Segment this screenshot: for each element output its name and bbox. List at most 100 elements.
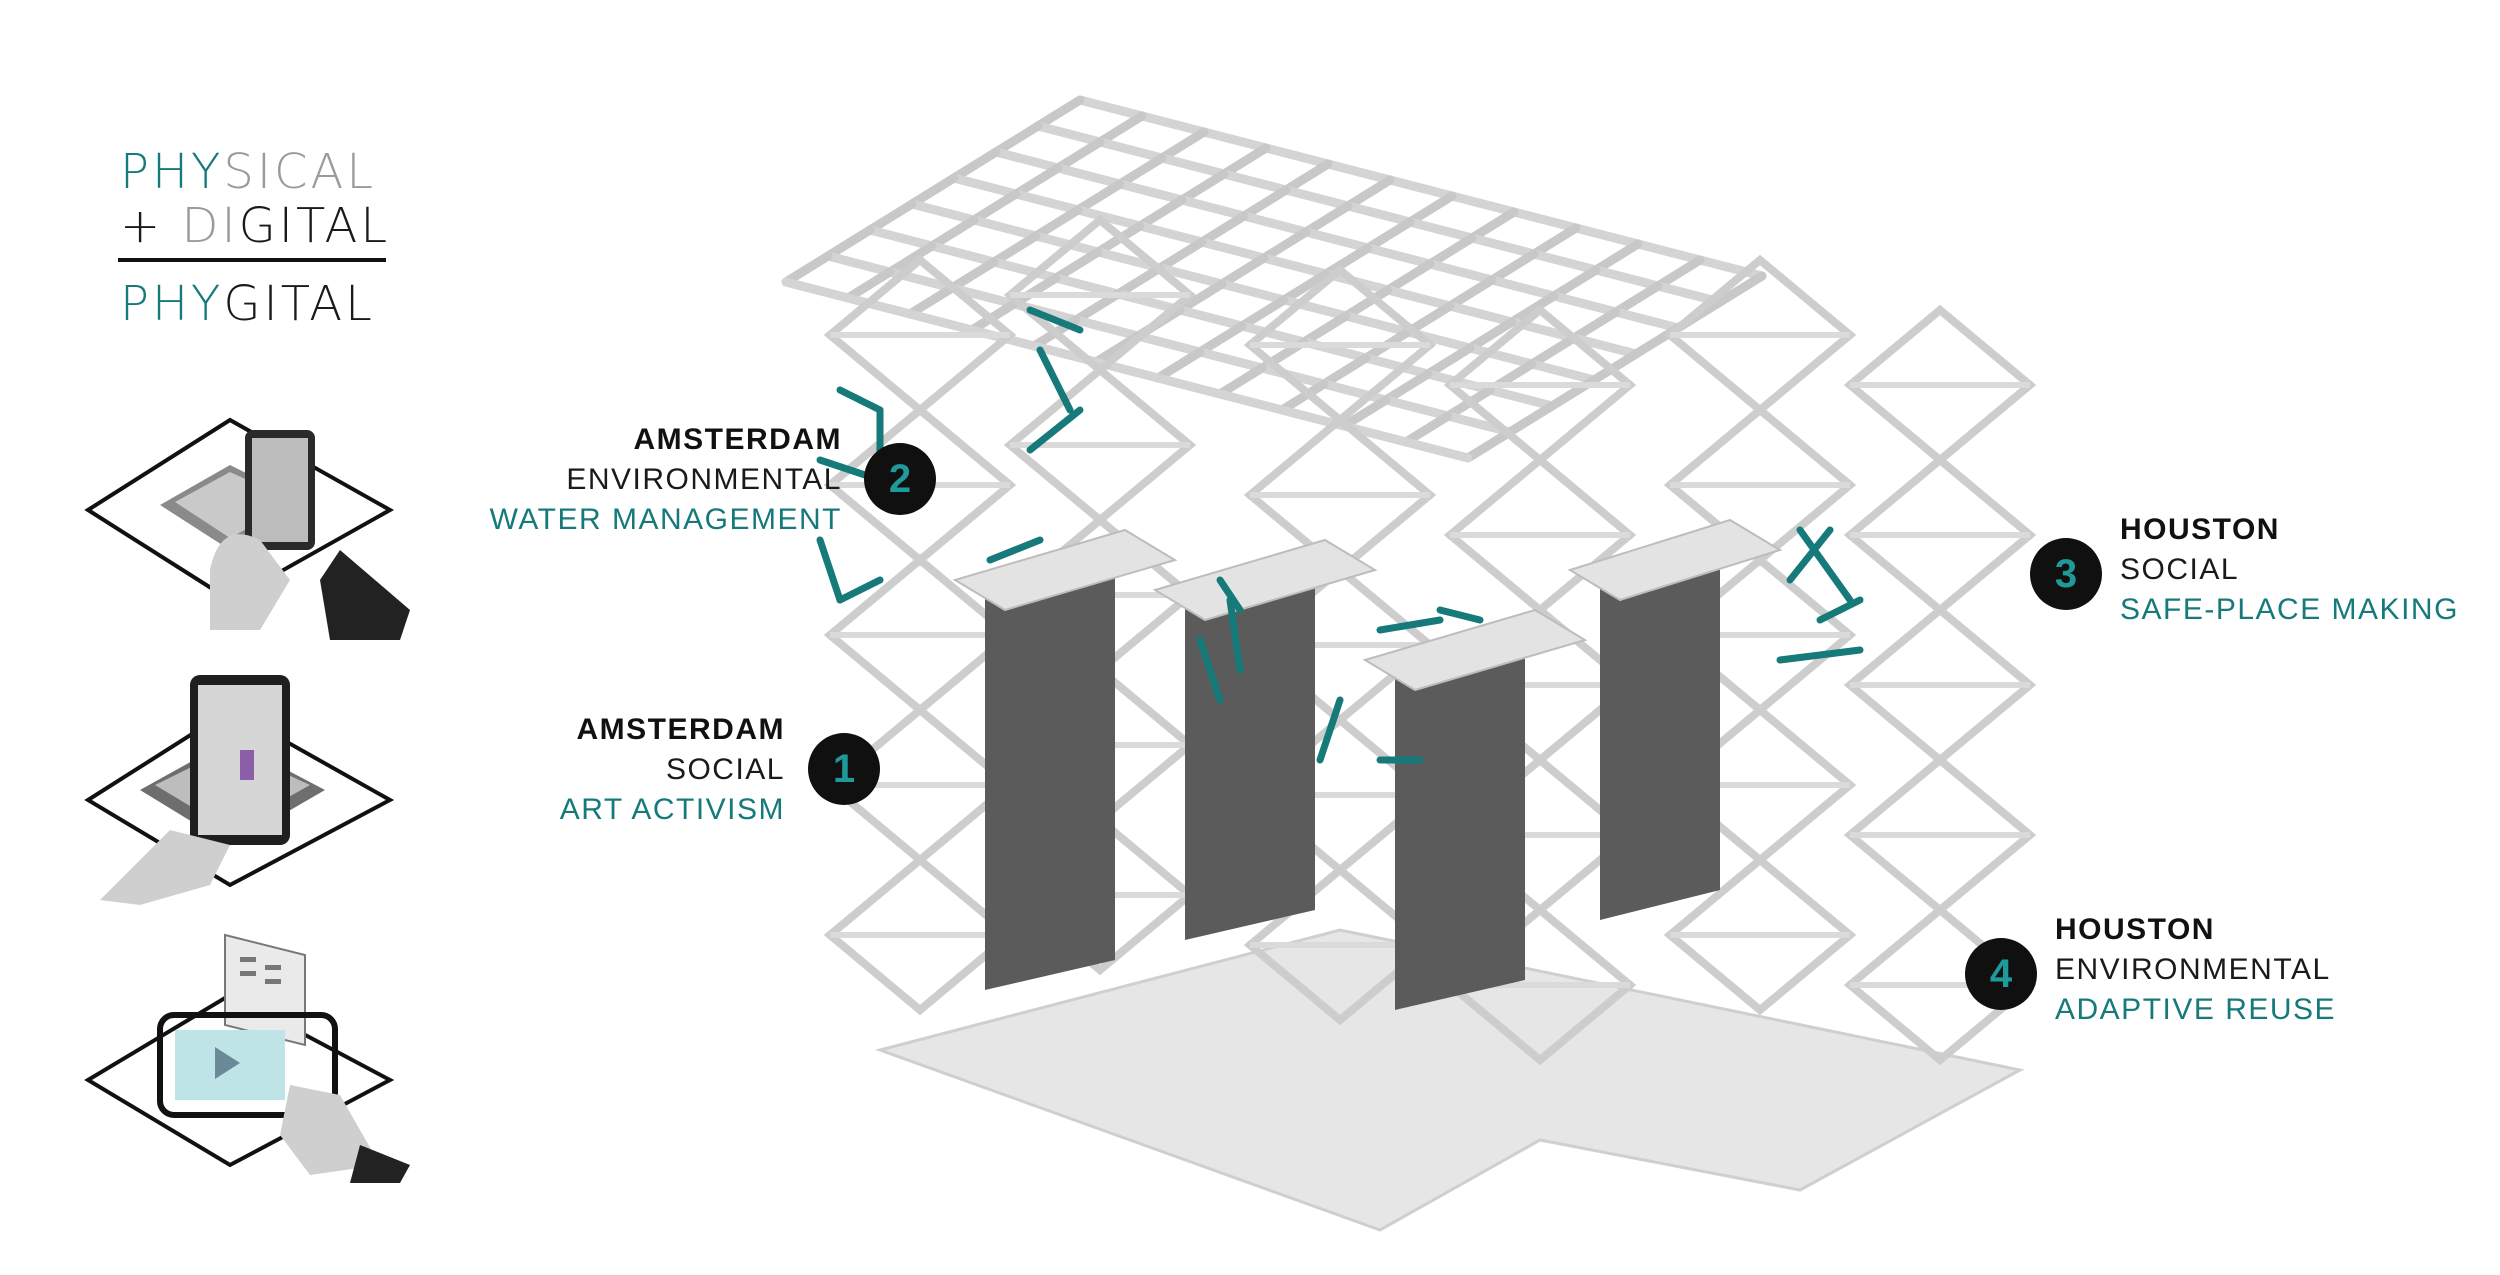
highlighted-strut bbox=[1376, 616, 1444, 634]
roof-beam bbox=[1341, 311, 1413, 337]
roof-beam bbox=[823, 225, 875, 261]
roof-beam bbox=[1175, 279, 1227, 315]
roof-beam bbox=[1071, 315, 1143, 341]
roof-beam bbox=[865, 199, 917, 235]
roof-beam bbox=[1339, 395, 1391, 431]
roof-beam bbox=[1115, 153, 1167, 189]
roof-beam bbox=[1383, 285, 1455, 311]
roof-beam bbox=[991, 121, 1043, 157]
highlighted-strut bbox=[1776, 646, 1864, 664]
roof-beam bbox=[1505, 401, 1557, 437]
roof-beam bbox=[1259, 227, 1311, 263]
roof-beam bbox=[1177, 195, 1249, 221]
roof-beam bbox=[1445, 301, 1517, 327]
roof-beam bbox=[1301, 227, 1373, 253]
roof-beam bbox=[1611, 307, 1683, 333]
roof-beam bbox=[1423, 343, 1475, 379]
roof-beam bbox=[1135, 221, 1207, 247]
roof-beam bbox=[1197, 211, 1249, 247]
roof-beam bbox=[1319, 379, 1391, 405]
roof-beam bbox=[843, 293, 915, 319]
roof-beam bbox=[1281, 185, 1353, 211]
roof-beam bbox=[1591, 239, 1643, 275]
label-houston-environmental: HOUSTON ENVIRONMENTAL ADAPTIVE REUSE bbox=[2055, 913, 2337, 1026]
phone-ar-icon bbox=[84, 675, 395, 905]
badge-2: 2 bbox=[864, 443, 936, 515]
roof-beam bbox=[969, 189, 1021, 225]
roof-beam bbox=[1073, 205, 1145, 231]
roof-beam bbox=[1071, 289, 1123, 325]
highlighted-strut bbox=[1436, 606, 1484, 624]
roof-beam bbox=[1653, 255, 1705, 291]
roof-beam bbox=[1051, 273, 1123, 299]
roof-beam bbox=[1445, 275, 1497, 311]
roof-beam bbox=[1343, 201, 1415, 227]
roof-beam bbox=[1549, 265, 1601, 301]
roof-beam bbox=[1467, 207, 1519, 243]
roof-beam bbox=[1261, 143, 1333, 169]
roof-beam bbox=[1113, 263, 1165, 299]
roof-beam bbox=[1569, 333, 1641, 359]
roof-beam bbox=[1611, 281, 1663, 317]
roof-beam bbox=[1467, 233, 1539, 259]
city-model-platform bbox=[952, 528, 1178, 612]
highlighted-strut bbox=[1216, 576, 1244, 614]
roof-beam bbox=[1301, 201, 1353, 237]
roof-beam bbox=[949, 147, 1001, 183]
label-amsterdam-social: AMSTERDAM SOCIAL ART ACTIVISM bbox=[559, 713, 785, 826]
roof-beam bbox=[1571, 223, 1643, 249]
roof-beam bbox=[1219, 143, 1271, 179]
roof-beam bbox=[1239, 211, 1311, 237]
roof-beam bbox=[1115, 179, 1187, 205]
roof-beam bbox=[1031, 205, 1083, 241]
roof-beam bbox=[1343, 175, 1395, 211]
highlighted-strut bbox=[1796, 526, 1854, 604]
roof-beam bbox=[1695, 255, 1767, 281]
roof-beam bbox=[1463, 427, 1515, 463]
roof-beam bbox=[1153, 373, 1225, 399]
roof-beam bbox=[885, 241, 937, 277]
roof-beam bbox=[989, 231, 1041, 267]
roof-beam bbox=[1425, 233, 1477, 269]
roof-beam bbox=[781, 251, 833, 287]
roof-beam bbox=[927, 241, 999, 267]
roof-beam bbox=[1217, 253, 1269, 289]
roof-beam bbox=[1341, 285, 1393, 321]
roof-beam bbox=[1447, 191, 1519, 217]
roof-beam bbox=[1405, 217, 1477, 243]
roof-beam bbox=[781, 277, 853, 303]
pillar bbox=[1395, 630, 1525, 1010]
highlighted-strut bbox=[836, 386, 884, 414]
roof-beam bbox=[1033, 121, 1105, 147]
highlighted-strut bbox=[1196, 636, 1224, 704]
roof-beam bbox=[991, 147, 1063, 173]
roof-beam bbox=[1215, 363, 1267, 399]
roof-beam bbox=[1321, 243, 1373, 279]
roof-beam bbox=[1073, 179, 1125, 215]
roof-beam bbox=[907, 173, 959, 209]
roof-beam bbox=[1215, 389, 1287, 415]
highlighted-strut bbox=[986, 536, 1044, 564]
roof-beam bbox=[1715, 271, 1767, 307]
roof-beam bbox=[1011, 189, 1083, 215]
roof-beam bbox=[1053, 137, 1105, 173]
pillar bbox=[1185, 560, 1315, 940]
lattice-strut bbox=[1663, 854, 1857, 1016]
title-digital: + DIGITAL bbox=[120, 198, 391, 254]
roof-beam bbox=[1529, 249, 1601, 275]
highlighted-strut bbox=[1816, 596, 1864, 624]
roof-beam bbox=[1279, 295, 1351, 321]
roof-beam bbox=[969, 215, 1041, 241]
roof-beam bbox=[1157, 153, 1229, 179]
highlighted-strut bbox=[1316, 696, 1344, 764]
roof-beam bbox=[1487, 275, 1559, 301]
lattice-strut bbox=[823, 854, 1017, 1016]
pillar bbox=[985, 550, 1115, 990]
roof-beam bbox=[1363, 217, 1415, 253]
roof-beam bbox=[1157, 127, 1209, 163]
roof-beam bbox=[1589, 349, 1641, 385]
roof-beam bbox=[843, 267, 895, 303]
roof-beam bbox=[1425, 259, 1497, 285]
highlighted-strut bbox=[1026, 306, 1084, 334]
city-model-platform bbox=[1152, 538, 1378, 622]
